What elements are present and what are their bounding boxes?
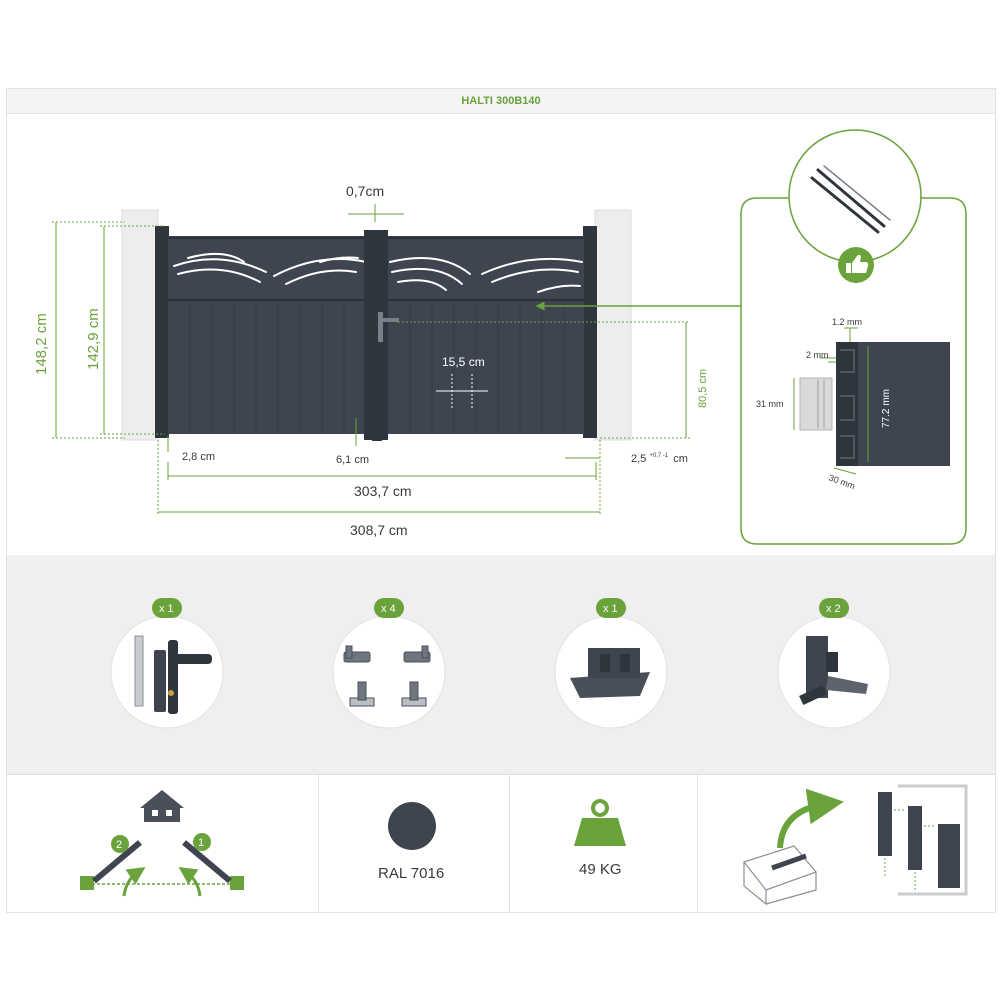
qty-badge: x 2 — [826, 603, 841, 615]
opening-direction: 2 1 — [80, 790, 244, 897]
left-leaf — [168, 236, 366, 434]
left-gap-label: 2,8 cm — [182, 451, 215, 463]
hinges-icon — [343, 645, 431, 707]
profile-d4-label: 77.2 mm — [881, 389, 892, 428]
gate-drawing — [121, 209, 632, 441]
handle-lock-icon — [134, 635, 212, 714]
profile-d1-label: 1.2 mm — [832, 317, 862, 327]
profile-d3-label: 31 mm — [756, 399, 784, 409]
dimension-lines — [52, 204, 690, 516]
color-swatch: RAL 7016 — [378, 802, 444, 882]
stopper-icon — [570, 648, 650, 698]
divider — [509, 775, 510, 912]
gap-top-label: 0,7cm — [346, 183, 384, 199]
color-label: RAL 7016 — [378, 865, 444, 882]
right-leaf — [388, 236, 584, 434]
panel-gap-label: 15,5 cm — [442, 355, 485, 369]
step-2-label: 2 — [116, 839, 122, 851]
center-post-label: 6,1 cm — [336, 454, 369, 466]
qty-badge: x 1 — [159, 603, 174, 615]
width-total-label: 308,7 cm — [350, 522, 408, 538]
gate-height-label: 142,9 cm — [85, 308, 102, 370]
box-delivery-icon — [742, 784, 968, 906]
product-title: HALTI 300B140 — [7, 89, 995, 114]
divider — [318, 775, 319, 912]
right-gap-label: 2,5 +0,7 -1 cm — [631, 448, 688, 465]
profile-d2-label: 2 mm — [806, 350, 829, 360]
wave-cutouts — [173, 252, 583, 293]
house-icon — [140, 790, 184, 822]
qty-badge: x 4 — [381, 603, 396, 615]
width-inner-label: 303,7 cm — [354, 483, 412, 499]
divider — [697, 775, 698, 912]
gate-holder-icon — [799, 636, 868, 706]
right-pillar — [594, 209, 632, 441]
weight-icon: 49 KG — [574, 799, 626, 878]
accessory-handle: x 1 — [110, 598, 224, 729]
accessory-gate-holder: x 2 — [777, 598, 891, 729]
thumbs-up-icon — [846, 254, 869, 273]
step-1-label: 1 — [198, 837, 204, 849]
qty-badge: x 1 — [603, 603, 618, 615]
handle-height-label: 80,5 cm — [697, 369, 709, 408]
accessory-stopper: x 1 — [554, 598, 668, 729]
profile-detail-callout: 1.2 mm 2 mm 31 mm 30 mm 77.2 mm — [535, 129, 967, 545]
left-pillar — [121, 209, 159, 441]
handle-icon — [378, 312, 399, 342]
accessory-hinges: x 4 — [332, 598, 446, 729]
total-height-label: 148,2 cm — [33, 313, 50, 375]
right-post — [583, 226, 597, 438]
weight-label: 49 KG — [579, 861, 622, 878]
profile-rods-icon — [810, 165, 891, 234]
left-post — [155, 226, 169, 438]
center-post — [364, 230, 388, 440]
